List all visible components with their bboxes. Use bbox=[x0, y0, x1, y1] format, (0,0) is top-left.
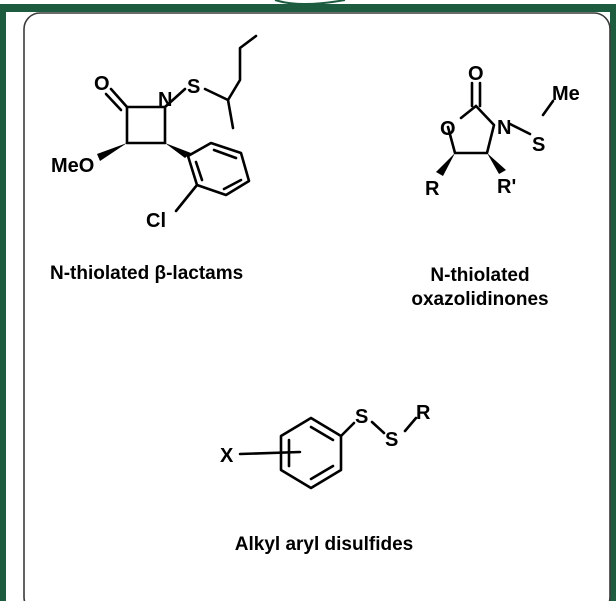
top-tab-decoration bbox=[274, 0, 346, 5]
s-s-bond bbox=[370, 420, 386, 435]
benzene-inner-a bbox=[212, 148, 238, 160]
oxaz-atom-o-ring: O bbox=[440, 118, 456, 140]
lactam-structure: O N S MeO Cl N-thiolated β-lactams bbox=[50, 34, 258, 284]
disulfide-caption: Alkyl aryl disulfides bbox=[235, 534, 413, 555]
disulfide-atom-s2: S bbox=[385, 429, 398, 451]
disulfide-atom-r: R bbox=[416, 402, 431, 424]
oxaz-s-me-bond bbox=[541, 99, 555, 117]
methyl-branch bbox=[226, 98, 235, 130]
disulfide-atom-x: X bbox=[220, 445, 234, 467]
lactam-atom-n: N bbox=[158, 89, 172, 111]
lactam-atom-s: S bbox=[187, 76, 200, 98]
x-substituent-bond bbox=[238, 450, 302, 456]
lactam-atom-meo: MeO bbox=[51, 155, 94, 177]
inner-panel bbox=[23, 12, 611, 601]
carbonyl-bond-b bbox=[104, 92, 123, 112]
oxaz-caption-line2: oxazolidinones bbox=[411, 289, 548, 310]
r-wedge bbox=[436, 153, 455, 176]
disulfide-benzene-inner-b bbox=[309, 464, 335, 481]
oxaz-n-s-bond bbox=[508, 122, 532, 136]
oxazolidinone-structure: O O N S Me R R' N-thiolated oxazolidinon… bbox=[411, 63, 579, 310]
lactam-caption: N-thiolated β-lactams bbox=[50, 263, 243, 284]
oxaz-caption-line1: N-thiolated bbox=[430, 265, 529, 286]
oxaz-atom-s: S bbox=[532, 134, 545, 156]
aryl-wedge bbox=[165, 143, 191, 158]
sec-butyl-chain bbox=[203, 34, 258, 102]
disulfide-benzene-inner-a bbox=[309, 425, 335, 442]
ring-c-o-bond bbox=[459, 104, 478, 120]
meo-wedge bbox=[97, 143, 127, 161]
r-prime-wedge bbox=[487, 153, 506, 174]
benzene-inner-b bbox=[222, 178, 243, 191]
lactam-atom-o: O bbox=[94, 73, 110, 95]
oxaz-atom-o-top: O bbox=[468, 63, 484, 85]
s-r-bond bbox=[403, 416, 418, 433]
oxaz-atom-r-prime: R' bbox=[497, 176, 516, 198]
ring-s-bond bbox=[339, 421, 356, 438]
outer-frame bbox=[0, 4, 616, 601]
oxaz-atom-me: Me bbox=[552, 83, 580, 105]
disulfide-atom-s1: S bbox=[355, 406, 368, 428]
benzene-inner-c bbox=[194, 160, 204, 182]
n-s-bond bbox=[163, 87, 187, 109]
carbonyl-bond-a bbox=[109, 87, 129, 109]
disulfide-structure: X S S R Alkyl aryl disulfides bbox=[220, 402, 431, 555]
c-cl-bond bbox=[174, 183, 199, 213]
oxaz-atom-r: R bbox=[425, 178, 440, 200]
lactam-atom-cl: Cl bbox=[146, 210, 166, 232]
oxaz-atom-n: N bbox=[497, 117, 511, 139]
